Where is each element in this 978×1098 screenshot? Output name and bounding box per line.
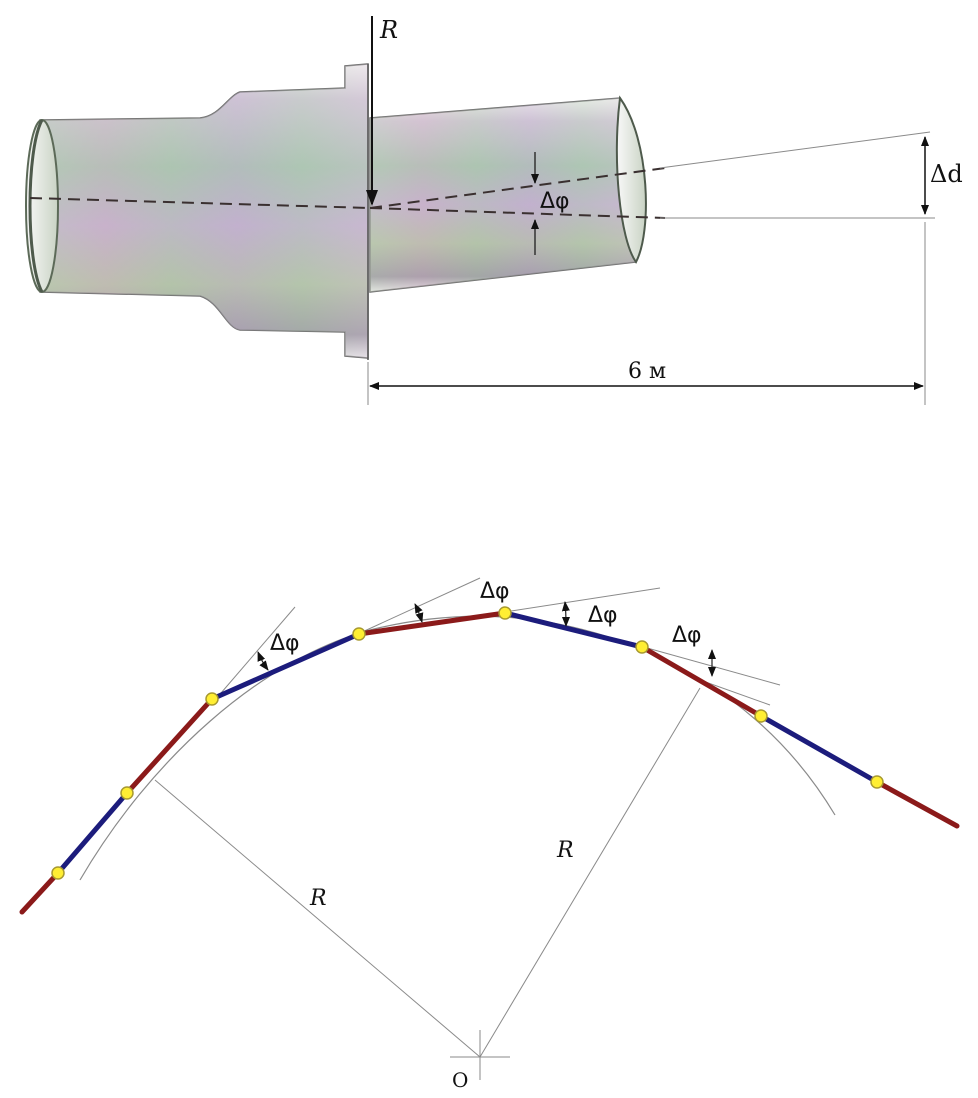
- true-arc: [79, 615, 836, 881]
- joint-point: [205, 692, 219, 706]
- radius-label-right: R: [556, 838, 574, 863]
- offset-label: Δd: [930, 160, 963, 188]
- load-label: R: [379, 16, 398, 44]
- bend-angle-label-4: Δφ: [672, 623, 702, 648]
- pipe-angle-label: Δφ: [540, 189, 570, 214]
- angle-arc-icon: [414, 603, 424, 623]
- pipe-segments: [19, 610, 960, 915]
- joint-point: [870, 775, 884, 789]
- radius-label-left: R: [309, 886, 327, 911]
- left-pipe: [25, 63, 369, 359]
- radius-line-left: [154, 779, 481, 1058]
- joint-point: [51, 866, 65, 880]
- joint-point: [635, 640, 649, 654]
- joint-point: [120, 786, 134, 800]
- angle-arc-icon: [561, 601, 570, 627]
- right-pipe-bore: [615, 95, 647, 264]
- joint-point: [352, 627, 366, 641]
- segment-8: [758, 713, 880, 785]
- right-pipe: [369, 95, 647, 293]
- bend-angle-label-3: Δφ: [588, 603, 618, 628]
- pipe-joint-figure: R Δφ Δd 6 м: [25, 16, 963, 405]
- segment-4: [209, 631, 362, 702]
- segment-1: [19, 870, 61, 915]
- joints: [51, 606, 884, 880]
- segment-2: [55, 790, 130, 876]
- bend-angle-label-1: Δφ: [270, 631, 300, 656]
- angle-arc-icon: [257, 651, 269, 671]
- bend-angle-label-2: Δφ: [480, 579, 510, 604]
- length-label: 6 м: [628, 359, 666, 384]
- joint-point: [498, 606, 512, 620]
- bend-figure: Δφ Δφ Δφ Δφ R R O: [19, 577, 960, 1092]
- center-label: O: [452, 1068, 468, 1092]
- joint-point: [754, 709, 768, 723]
- segment-5: [356, 610, 508, 637]
- straight-axis: [369, 207, 666, 219]
- segment-7: [639, 644, 764, 719]
- segment-6: [502, 610, 645, 650]
- segment-9: [874, 779, 960, 829]
- radius-line-right: [479, 687, 701, 1058]
- segment-3: [124, 696, 215, 796]
- deflected-axis: [369, 167, 666, 209]
